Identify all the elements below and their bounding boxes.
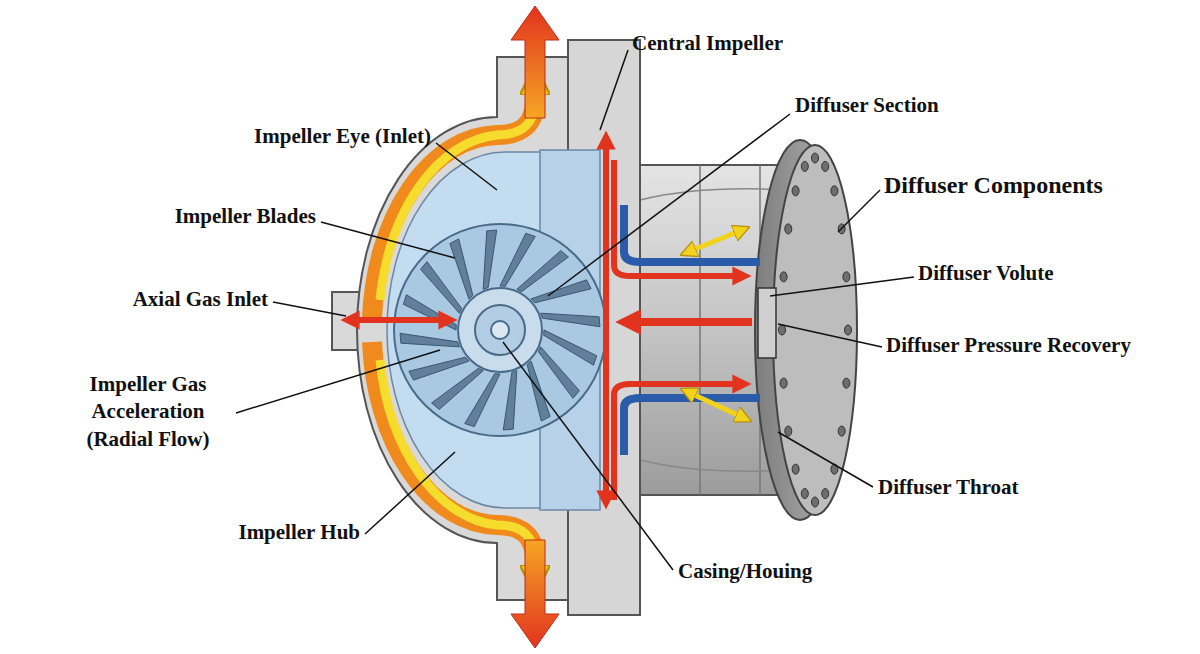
illustration-part: [758, 288, 776, 358]
illustration-part: [628, 318, 752, 326]
illustration-part: [624, 205, 760, 262]
illustration-part: [838, 190, 880, 232]
illustration-part: [688, 392, 744, 418]
part-label: Diffuser Components: [884, 171, 1103, 200]
bolt-hole: [780, 272, 787, 282]
illustration-part: [436, 143, 497, 190]
illustration-part: [624, 398, 760, 455]
bolt-hole: [785, 426, 792, 436]
illustration-part: [770, 277, 914, 296]
bolt-hole: [812, 153, 819, 163]
bolt-hole: [845, 325, 852, 335]
part-label: Impeller Gas Acceleration (Radial Flow): [62, 371, 234, 453]
illustration-part: [603, 140, 609, 500]
impeller-blade: [400, 333, 459, 347]
impeller-disc: [394, 224, 606, 436]
illustration-part: [614, 384, 742, 500]
impeller-blade: [538, 347, 579, 399]
impeller-blade: [527, 361, 550, 421]
bolt-hole: [785, 224, 792, 234]
illustration-part: [600, 50, 628, 130]
impeller-blade: [503, 371, 517, 430]
bolt-hole: [843, 272, 850, 282]
part-label: Diffuser Section: [795, 93, 939, 118]
bolt-hole: [843, 378, 850, 388]
bolt-hole: [838, 426, 845, 436]
illustration-part: [503, 342, 673, 570]
illustration-part: [773, 145, 857, 515]
illustration-part: [380, 80, 535, 300]
bolt-hole: [801, 489, 808, 499]
leader-lines: [236, 50, 914, 570]
inlet-arrow: [350, 317, 448, 323]
impeller-blade: [421, 262, 462, 314]
impeller-blade: [531, 280, 591, 303]
shaft: [491, 321, 509, 339]
part-label: Impeller Blades: [175, 204, 316, 229]
part-label: Central Impeller: [632, 31, 783, 56]
bolt-hole: [792, 464, 799, 474]
illustration-part: [778, 324, 882, 347]
bolt-hole: [831, 186, 838, 196]
part-label: Diffuser Throat: [878, 475, 1019, 500]
illustration-part: [699, 165, 701, 495]
impeller-blades: [400, 230, 600, 430]
impeller-hub: [458, 288, 542, 372]
impeller-blade: [450, 239, 473, 299]
bolt-hole: [779, 325, 786, 335]
illustration-part: [380, 360, 535, 580]
impeller-blade: [483, 230, 497, 289]
illustration-part: [688, 230, 742, 252]
illustration-part: [614, 160, 742, 276]
bolt-hole: [792, 186, 799, 196]
bolt-hole: [822, 161, 829, 171]
diffuser-flow: [606, 140, 776, 500]
part-label: Impeller Hub: [238, 520, 360, 545]
outlet-arrow: [511, 6, 559, 118]
part-label: Impeller Eye (Inlet): [254, 124, 431, 149]
hub-ring: [475, 305, 525, 355]
illustration-part: [548, 114, 790, 296]
impeller-blade: [541, 313, 600, 327]
bolt-hole: [801, 161, 808, 171]
bolt-hole: [780, 378, 787, 388]
part-label: Casing/Houing: [678, 559, 812, 584]
illustration-part: [778, 432, 873, 487]
outlet-arrow: [511, 540, 559, 648]
part-label: Axial Gas Inlet: [133, 287, 268, 312]
illustration-part: [321, 222, 455, 258]
impeller-blade: [432, 368, 484, 409]
illustration-part: [365, 452, 455, 534]
part-label: Diffuser Pressure Recovery: [886, 333, 1131, 358]
impeller-blade: [517, 251, 569, 292]
illustration-part: [236, 350, 440, 413]
bolt-hole: [812, 497, 819, 507]
part-label: Diffuser Volute: [918, 261, 1054, 286]
bolt-hole: [822, 489, 829, 499]
impeller-blade: [409, 357, 469, 380]
illustration-part: [273, 302, 346, 316]
